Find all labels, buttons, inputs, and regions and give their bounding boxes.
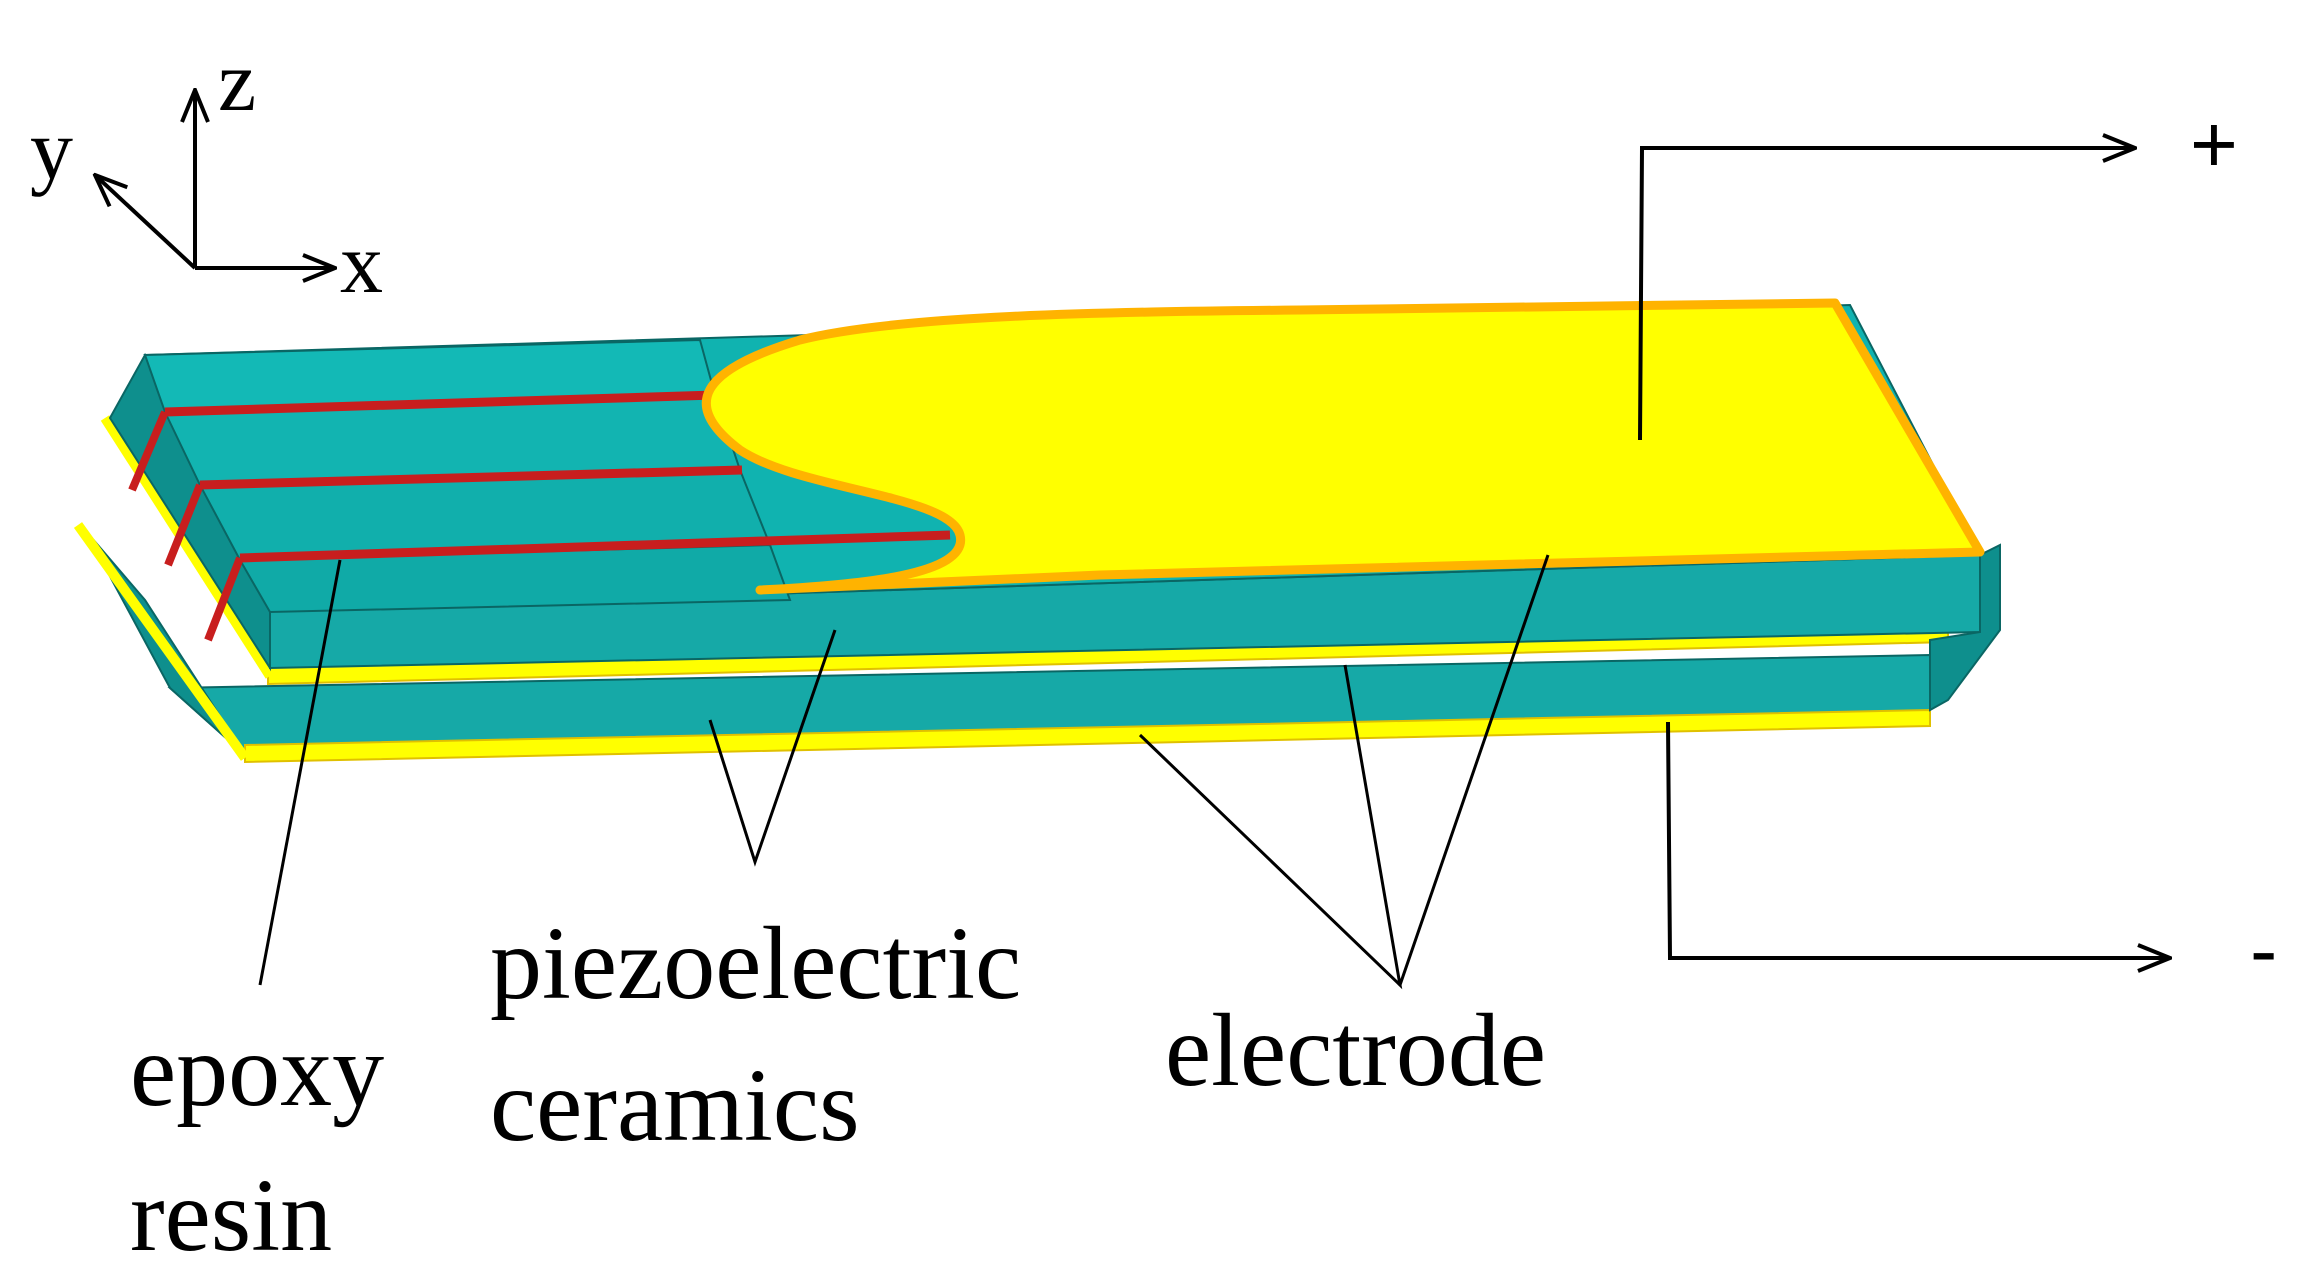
positive-terminal-label: + — [2190, 99, 2238, 190]
positive-lead — [1638, 148, 2135, 441]
epoxy-label-line1: epoxy — [130, 1013, 384, 1128]
z-axis-label: z — [218, 33, 256, 129]
bottom-electrode-side — [73, 522, 250, 761]
epoxy-line-1 — [164, 390, 716, 417]
x-axis-label: x — [340, 215, 383, 311]
upper-ceramic-end — [1929, 543, 2001, 712]
epoxy-line-2 — [199, 465, 743, 490]
y-axis-label: y — [30, 101, 73, 197]
composite-stack — [73, 298, 2001, 764]
electrode-leader-2 — [1398, 554, 1550, 986]
piezo-label-line2: ceramics — [490, 1048, 860, 1163]
epoxy-leader — [258, 559, 342, 986]
epoxy-side-3 — [204, 556, 244, 642]
piezo-leader — [708, 629, 837, 867]
piezo-label-line1: piezoelectric — [490, 906, 1021, 1021]
epoxy-side-2 — [164, 483, 204, 567]
epoxy-line-3 — [239, 530, 951, 563]
y-axis-arrow — [95, 175, 197, 270]
leader-lines — [258, 554, 1550, 990]
negative-terminal-label: - — [2250, 905, 2277, 996]
terminal-leads: + - — [1638, 99, 2277, 996]
fiber-ridges — [143, 338, 792, 614]
axis-triad: z x y — [30, 33, 383, 311]
negative-lead — [1666, 721, 2170, 958]
labels: epoxy resin piezoelectric ceramics elect… — [130, 906, 1546, 1273]
top-electrode — [701, 298, 1985, 595]
electrode-label: electrode — [1165, 993, 1546, 1108]
epoxy-side-1 — [128, 410, 169, 492]
epoxy-label-line2: resin — [130, 1158, 332, 1273]
middle-electrode-side — [100, 415, 275, 679]
epoxy-lines — [128, 390, 951, 642]
